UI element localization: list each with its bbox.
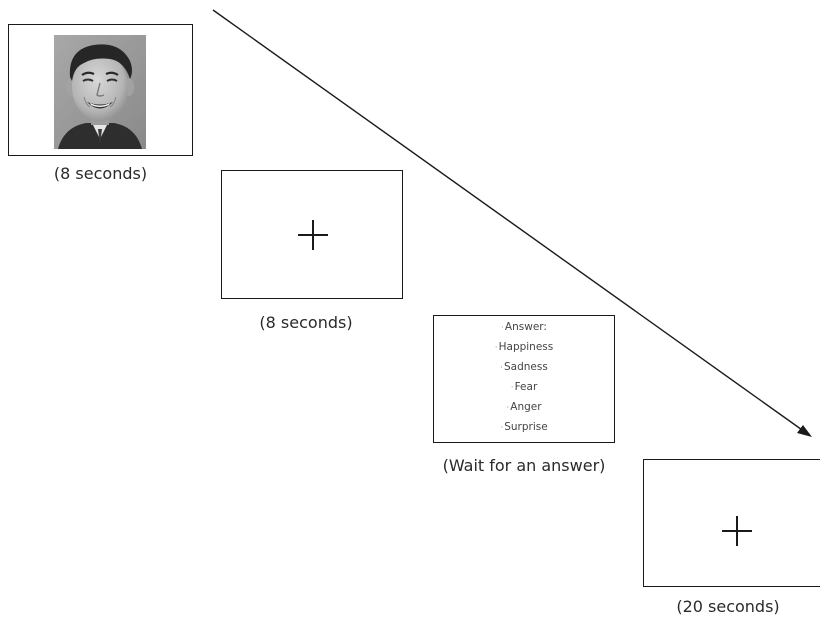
fixation-2-duration-caption: (20 seconds)	[676, 597, 780, 616]
answer-option: ·Sadness	[500, 361, 548, 373]
face-duration-caption: (8 seconds)	[53, 164, 148, 183]
face-photo	[54, 35, 146, 149]
bullet-icon: ·	[510, 383, 514, 393]
fixation-frame-1	[221, 170, 403, 299]
bullet-icon: ·	[506, 403, 510, 413]
answer-heading: ·Answer:	[501, 321, 547, 333]
fixation-cross-icon	[722, 516, 752, 546]
answer-options-list: ·Answer: ·Happiness ·Sadness ·Fear ·Ange…	[434, 318, 614, 438]
bullet-icon: ·	[501, 323, 504, 333]
bullet-icon: ·	[494, 343, 498, 353]
answer-option: ·Surprise	[500, 421, 548, 433]
bullet-icon: ·	[500, 363, 504, 373]
face-stimulus-frame	[8, 24, 193, 156]
answer-wait-caption: (Wait for an answer)	[442, 456, 606, 475]
answer-option: ·Happiness	[494, 341, 554, 353]
bullet-icon: ·	[500, 423, 504, 433]
arrow-icon	[797, 425, 812, 437]
fixation-cross-icon	[298, 220, 328, 250]
answer-options-frame: ·Answer: ·Happiness ·Sadness ·Fear ·Ange…	[433, 315, 615, 443]
fixation-frame-2	[643, 459, 820, 587]
answer-option: ·Fear	[510, 381, 538, 393]
answer-option: ·Anger	[506, 401, 542, 413]
fixation-1-duration-caption: (8 seconds)	[259, 313, 353, 332]
